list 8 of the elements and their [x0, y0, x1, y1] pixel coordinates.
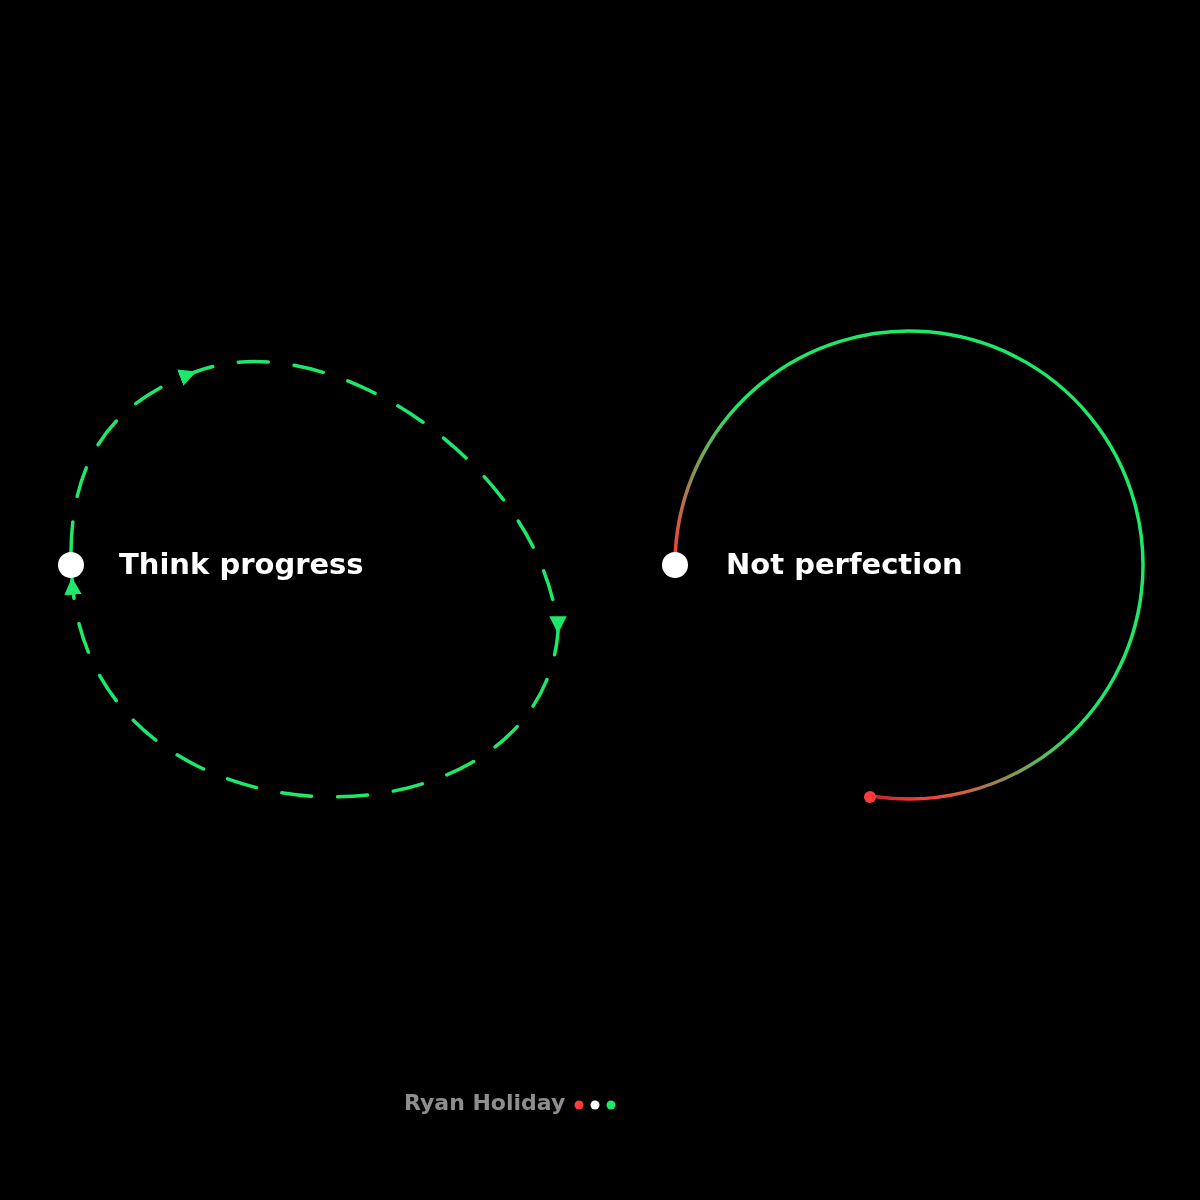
node-label: Think progress [119, 546, 364, 582]
arrow [64, 359, 567, 799]
dot [662, 552, 688, 578]
author-credit: Ryan Holiday [404, 1089, 566, 1117]
dot [58, 552, 84, 578]
node-label: Not perfection [726, 546, 963, 582]
dot [864, 791, 876, 803]
arc-line [673, 329, 1145, 801]
